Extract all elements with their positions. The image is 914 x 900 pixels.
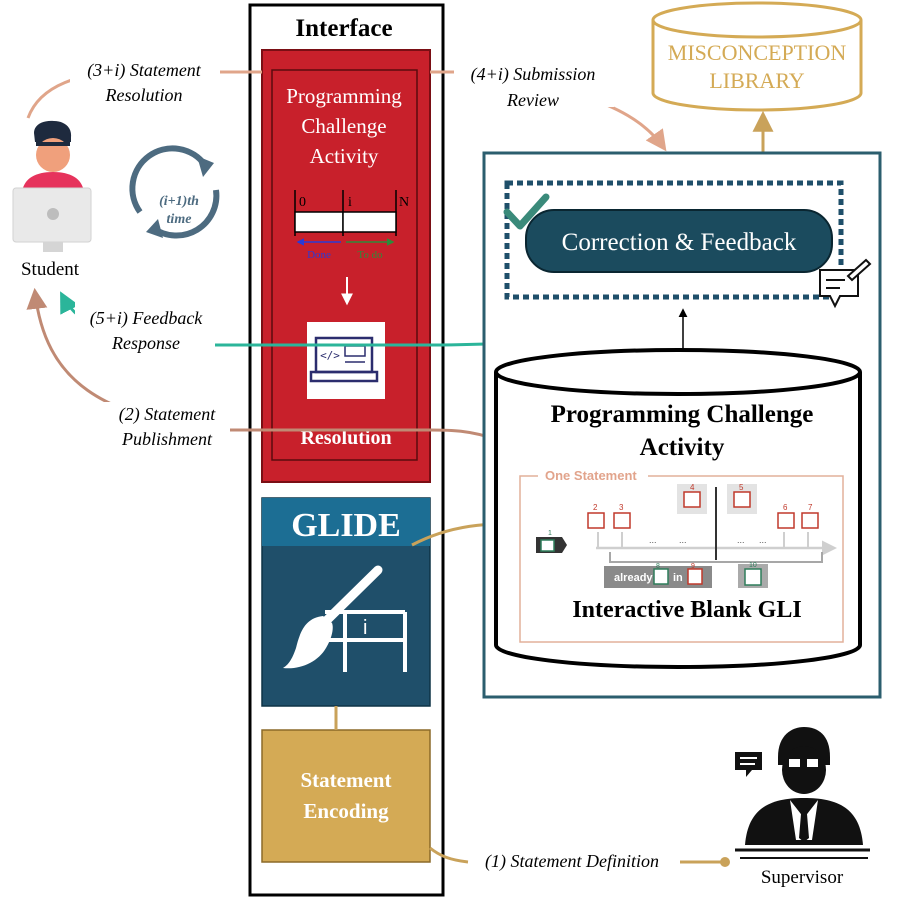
gli-slot-9-label: 9 [691,563,695,570]
todo-label: To do [357,249,383,261]
statement-encoding-box [261,729,431,863]
gli-slot-7[interactable] [801,512,819,529]
gli-slot-3-label: 3 [619,503,624,512]
encoding-label-line-1: Statement [301,768,392,792]
array-label-end: N [399,195,409,210]
step-2-line-2: Publishment [121,429,213,449]
pca-resolution-box: Programming Challenge Activity 0 i N Don… [261,49,431,483]
step-4-line-1: (4+i) Submission [471,64,596,85]
gli-slot-4[interactable] [683,491,701,508]
loop-label-line-1: (i+1)th [159,194,199,209]
done-label: Done [307,249,331,261]
gli-slot-6-label: 6 [783,503,788,512]
gli-slot-9[interactable] [687,568,703,585]
supervisor-label: Supervisor [761,867,844,888]
glide-label: GLIDE [291,507,401,544]
correction-dashed-frame [504,180,844,300]
paintbrush-icon: i [283,565,407,672]
gli-slot-5[interactable] [733,491,751,508]
encoding-label-line-2: Encoding [303,799,389,823]
correction-label: Correction & Feedback [562,229,797,256]
supervisor-icon [735,727,870,859]
svg-text:</>: </> [320,349,340,362]
array-label-middle: i [348,195,352,210]
db-title-line-1: Programming Challenge [551,401,814,428]
array-label-start: 0 [299,195,306,210]
gli-slot-5-label: 5 [739,483,744,492]
step-1-label: (1) Statement Definition [485,851,659,872]
gli-slot-8-label: 8 [656,563,660,570]
step-2-line-1: (2) Statement [119,404,216,425]
interface-title: Interface [295,15,392,42]
gli-slot-4-label: 4 [690,483,695,492]
student-label: Student [21,259,80,280]
refresh-loop-icon: (i+1)th time [129,145,220,239]
pca-title-line-1: Programming [286,84,402,108]
loop-label-line-2: time [167,212,192,227]
gli-dots-1: ... [649,535,657,545]
pca-title-line-3: Activity [310,144,379,168]
check-mark-icon [503,193,550,230]
gli-slot-7-label: 7 [808,503,813,512]
gli-dots-3: ... [737,535,745,545]
misconception-library: MISCONCEPTION LIBRARY [651,1,863,112]
pca-title-line-2: Challenge [301,114,386,138]
correction-feedback-box [525,209,833,273]
gli-dots-2: ... [679,535,687,545]
gli-slot-1[interactable] [540,539,555,552]
array-diagram: 0 i N Done To do [294,190,409,261]
gli-slot-3[interactable] [613,512,631,529]
step-5-line-1: (5+i) Feedback [90,308,204,329]
db-title-line-2: Activity [640,434,725,461]
misconception-line-1: MISCONCEPTION [668,40,847,65]
step-3-line-1: (3+i) Statement [87,60,202,81]
step-5-line-2: Response [111,333,180,353]
gli-title: Interactive Blank GLI [572,597,801,623]
gli-slot-8[interactable] [653,568,669,585]
laptop-code-icon: </> [307,322,385,399]
gli-dots-4: ... [759,535,767,545]
misconception-line-2: LIBRARY [709,68,804,93]
arrow-statement-definition-tail [429,846,469,864]
gli-slot-6[interactable] [777,512,795,529]
gli-slot-2-label: 2 [593,503,598,512]
feedback-edit-icon [819,258,872,309]
glide-icon-letter: i [363,617,367,639]
student-icon [12,120,92,252]
gli-in-label: in [673,572,683,584]
gli-slot-2[interactable] [587,512,605,529]
gli-slot-10[interactable] [744,568,762,586]
gli-already-label: already [614,572,653,584]
step-4-line-2: Review [506,90,559,110]
gli-statement-panel: One Statement ... ... ... ... 1 2 3 4 5 … [519,466,844,643]
step-3-line-2: Resolution [105,85,183,105]
one-statement-label: One Statement [545,468,637,483]
gli-slot-10-label: 10 [749,562,757,569]
resolution-label: Resolution [300,427,391,449]
glide-box: GLIDE i [261,497,431,707]
gli-slot-1-label: 1 [548,530,552,537]
